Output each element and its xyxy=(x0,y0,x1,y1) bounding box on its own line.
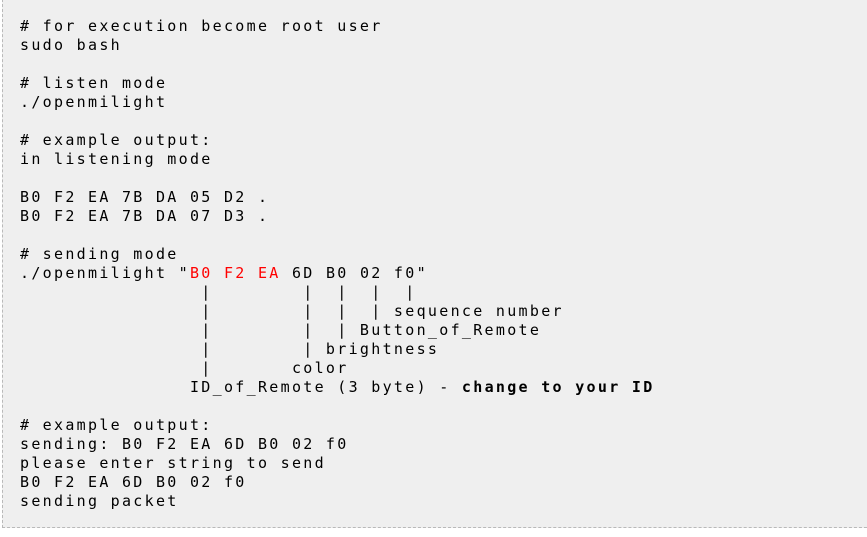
code-line: | | | | | xyxy=(20,283,417,301)
code-text-segment: 6D B0 02 f0" xyxy=(280,264,428,282)
code-line: # for execution become root user xyxy=(20,17,383,35)
code-line: # example output: xyxy=(20,416,213,434)
code-text-segment: B0 F2 EA 6D B0 02 f0 xyxy=(20,473,247,491)
code-line: | color xyxy=(20,359,349,377)
code-text-segment: # for execution become root user xyxy=(20,17,383,35)
code-text-segment: ID_of_Remote (3 byte) - xyxy=(20,378,462,396)
code-text-segment: # sending mode xyxy=(20,245,179,263)
code-line: B0 F2 EA 7B DA 07 D3 . xyxy=(20,207,269,225)
code-line: B0 F2 EA 7B DA 05 D2 . xyxy=(20,188,269,206)
code-text-segment: sending packet xyxy=(20,492,179,510)
emphasis-text: change to your ID xyxy=(461,378,655,396)
code-line: | | | Button_of_Remote xyxy=(20,321,541,339)
code-lines: # for execution become root user sudo ba… xyxy=(3,0,867,511)
code-line: # sending mode xyxy=(20,245,179,263)
code-text-segment: in listening mode xyxy=(20,150,213,168)
code-text-segment: B0 F2 EA 7B DA 05 D2 . xyxy=(20,188,270,206)
code-line: # example output: xyxy=(20,131,213,149)
code-text-segment: sudo bash xyxy=(20,36,122,54)
code-text-segment: | | | | sequence number xyxy=(20,302,564,320)
code-text-segment: # listen mode xyxy=(20,74,168,92)
code-text-segment: | | | Button_of_Remote xyxy=(20,321,542,339)
code-text-segment: sending: B0 F2 EA 6D B0 02 f0 xyxy=(20,435,349,453)
code-text-segment: | color xyxy=(20,359,349,377)
code-text-segment: | | | | | xyxy=(20,283,417,301)
code-line: | | brightness xyxy=(20,340,439,358)
code-text-segment: please enter string to send xyxy=(20,454,326,472)
remote-id-highlight: B0 F2 EA xyxy=(189,264,281,282)
code-line: # listen mode xyxy=(20,74,167,92)
code-text-segment: ./openmilight " xyxy=(20,264,190,282)
code-text-segment: # example output: xyxy=(20,416,213,434)
code-line: | | | | sequence number xyxy=(20,302,564,320)
code-line: sending: B0 F2 EA 6D B0 02 f0 xyxy=(20,435,349,453)
code-text-segment: | | brightness xyxy=(20,340,440,358)
code-line: sudo bash xyxy=(20,36,122,54)
code-line: ID_of_Remote (3 byte) - change to your I… xyxy=(20,378,655,396)
code-text-segment: ./openmilight xyxy=(20,93,168,111)
code-line: sending packet xyxy=(20,492,179,510)
code-line: B0 F2 EA 6D B0 02 f0 xyxy=(20,473,247,491)
code-line: ./openmilight "B0 F2 EA 6D B0 02 f0" xyxy=(20,264,428,282)
code-line: ./openmilight xyxy=(20,93,167,111)
code-line: in listening mode xyxy=(20,150,213,168)
code-text-segment: B0 F2 EA 7B DA 07 D3 . xyxy=(20,207,270,225)
code-text-segment: # example output: xyxy=(20,131,213,149)
code-line: please enter string to send xyxy=(20,454,326,472)
